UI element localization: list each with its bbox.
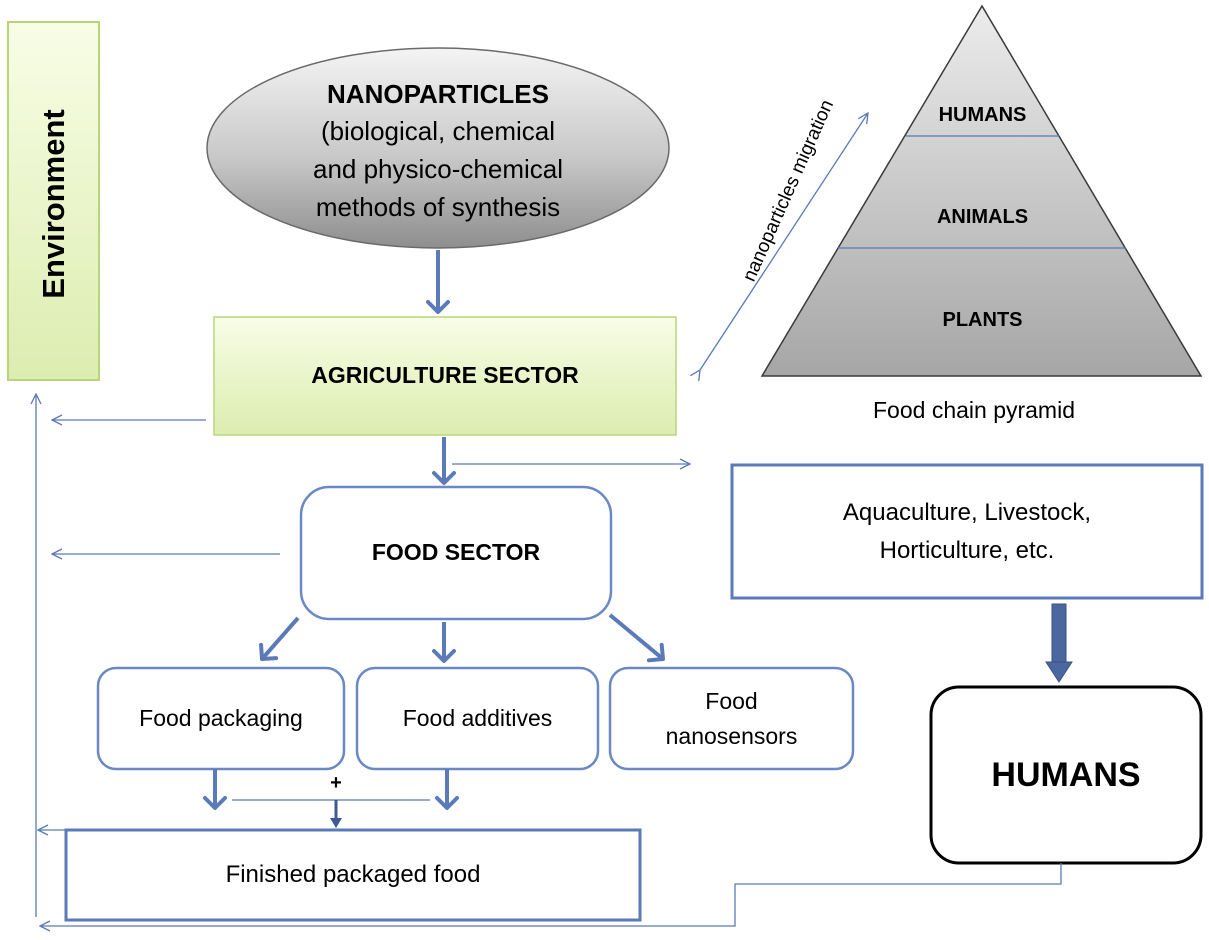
pyramid-caption: Food chain pyramid: [873, 397, 1075, 424]
food-packaging-box: [96, 666, 346, 771]
humans-return-line: [40, 863, 1062, 926]
nanoparticles-line-2: and physico-chemical: [312, 154, 563, 184]
food-sector-label: FOOD SECTOR: [371, 539, 541, 566]
aquaculture-label: Aquaculture, Livestock, Horticulture, et…: [732, 465, 1202, 598]
plus-label: +: [330, 772, 342, 794]
arrow-aqua-to-humans-shaft: [1051, 603, 1067, 665]
nanoparticles-text: NANOPARTICLES (biological, chemical and …: [248, 76, 628, 226]
migration-arrow: [700, 113, 868, 370]
arrow-aqua-to-humans-head: [1045, 661, 1073, 683]
finished-food-box: [64, 828, 642, 922]
humans-box-label: HUMANS: [991, 755, 1141, 794]
food-chain-pyramid: [760, 4, 1203, 377]
finished-food-label: Finished packaged food: [225, 861, 481, 889]
pyramid-humans-label: HUMANS: [938, 104, 1027, 126]
nanoparticles-title: NANOPARTICLES: [327, 78, 549, 109]
food-additives-box: [355, 666, 600, 771]
environment-label: Environment: [35, 109, 71, 299]
arrow-food-to-packaging: [259, 616, 300, 661]
pyramid-animals-label: ANIMALS: [936, 206, 1029, 228]
plus-arrow-head: [330, 818, 342, 828]
agriculture-sector-box: [213, 316, 677, 436]
nanoparticles-line-1: (biological, chemical: [320, 116, 556, 147]
food-nanosensors-line-1: Food: [705, 688, 758, 714]
humans-box: [929, 685, 1203, 865]
agriculture-sector-label: AGRICULTURE SECTOR: [311, 362, 579, 389]
aquaculture-line-1: Aquaculture, Livestock,: [842, 499, 1092, 527]
arrow-food-to-nanosensors: [608, 613, 665, 663]
food-nanosensors-label: Food nanosensors: [610, 668, 853, 769]
pyramid-plants-label: PLANTS: [942, 309, 1023, 331]
food-packaging-label: Food packaging: [139, 704, 303, 731]
environment-box: [7, 21, 100, 381]
nanoparticles-ellipse: [206, 47, 670, 249]
food-additives-label: Food additives: [402, 704, 553, 731]
aquaculture-box: [730, 463, 1204, 600]
nanoparticles-line-3: methods of synthesis: [315, 191, 561, 222]
food-nanosensors-line-2: nanosensors: [665, 722, 798, 749]
aquaculture-line-2: Horticulture, etc.: [879, 536, 1055, 564]
food-sector-box: [299, 485, 613, 621]
food-nanosensors-box: [608, 666, 855, 771]
